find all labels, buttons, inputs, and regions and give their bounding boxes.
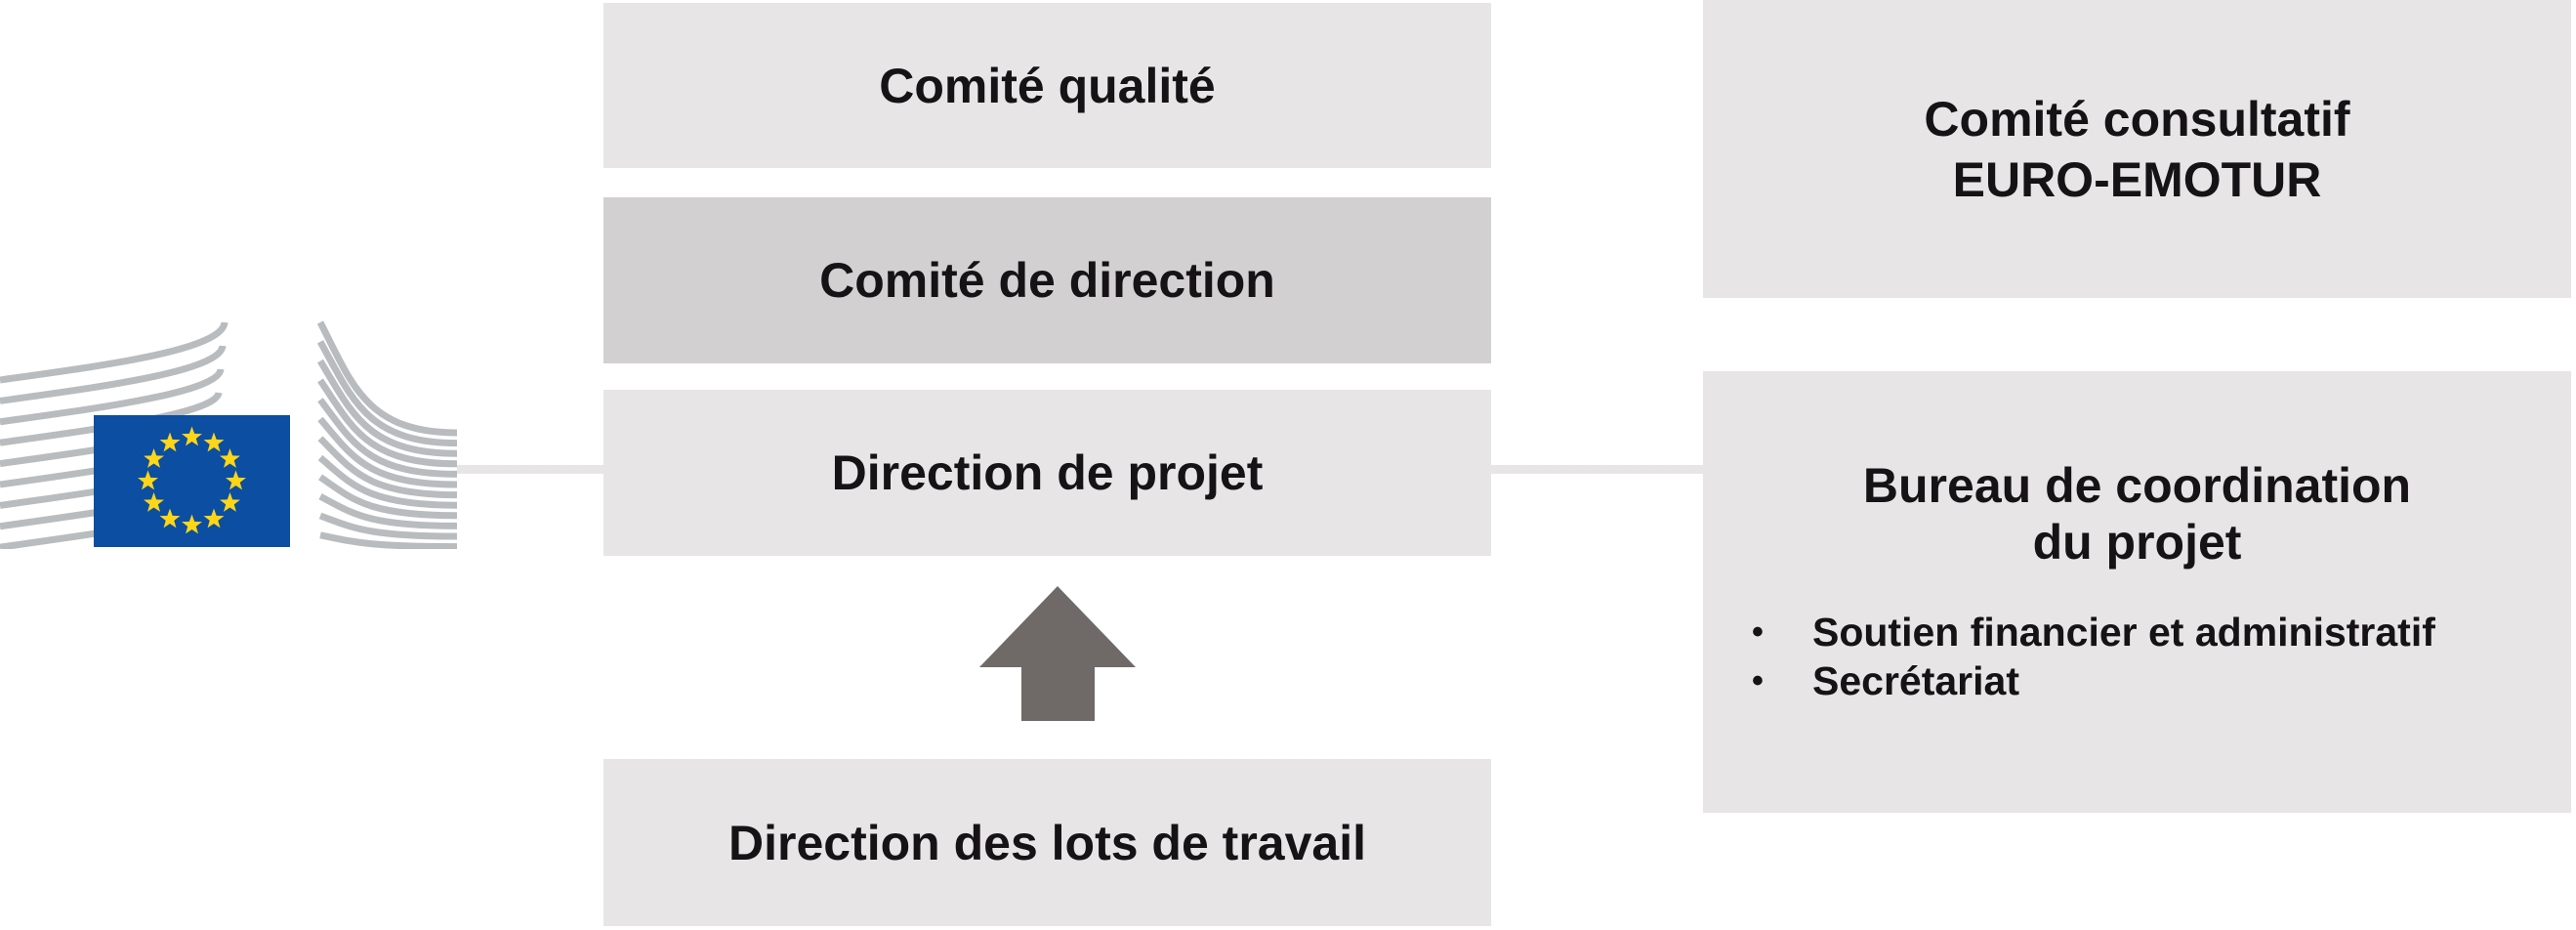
box-label: Comité de direction: [819, 253, 1275, 308]
box-comite-qualite: Comité qualité: [603, 3, 1491, 168]
bullet-text: Secrétariat: [1812, 658, 2019, 703]
coordination-title-line1: Bureau de coordination: [1862, 458, 2412, 513]
advisory-line2: EURO-EMOTUR: [1952, 151, 2322, 207]
list-item: • Soutien financier et administratif: [1703, 608, 2571, 656]
coordination-title-line2: du projet: [2032, 515, 2242, 570]
box-label: Direction de projet: [831, 445, 1264, 500]
logo-right-wing: [316, 320, 458, 549]
up-arrow-icon: [979, 586, 1136, 721]
eu-flag: [94, 415, 290, 547]
box-direction-de-projet: Direction de projet: [603, 390, 1491, 556]
bullet-icon: •: [1752, 662, 1764, 699]
box-bureau-de-coordination: Bureau de coordination du projet • Souti…: [1703, 371, 2571, 813]
bullet-text: Soutien financier et administratif: [1812, 610, 2435, 655]
box-direction-des-lots-de-travail: Direction des lots de travail: [603, 759, 1491, 926]
european-commission-logo: [0, 320, 458, 549]
advisory-line1: Comité consultatif: [1924, 91, 2350, 147]
box-comite-consultatif: Comité consultatif EURO-EMOTUR: [1703, 0, 2571, 298]
box-comite-de-direction: Comité de direction: [603, 197, 1491, 363]
list-item: • Secrétariat: [1703, 656, 2571, 705]
connector-logo-to-project: [457, 465, 603, 474]
coordination-title: Bureau de coordination du projet: [1703, 457, 2571, 571]
box-label: Comité qualité: [879, 58, 1216, 113]
connector-project-to-coordination: [1491, 465, 1703, 474]
bullet-icon: •: [1752, 613, 1764, 651]
box-label: Direction des lots de travail: [728, 815, 1366, 870]
coordination-bullet-list: • Soutien financier et administratif • S…: [1703, 608, 2571, 705]
